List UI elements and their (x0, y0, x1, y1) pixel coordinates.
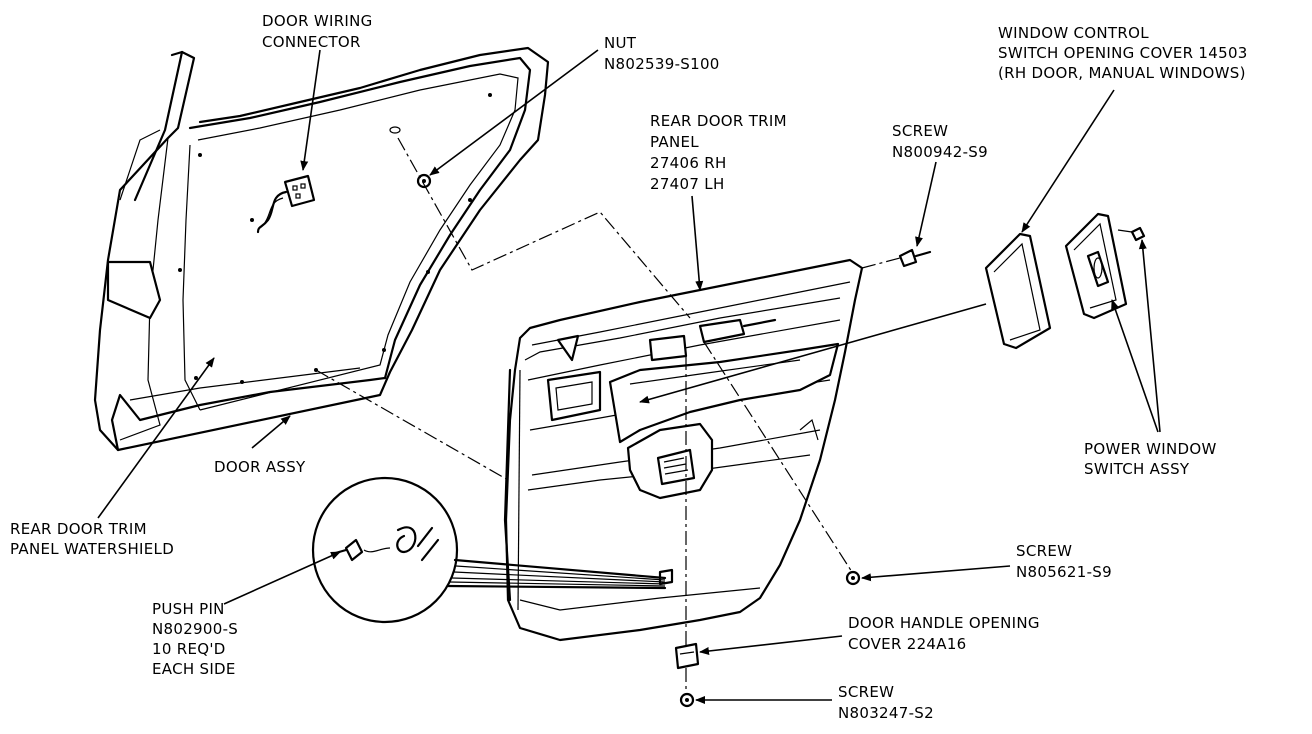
label-nut: NUT N802539-S100 (604, 34, 720, 73)
label-push-pin: PUSH PIN N802900-S 10 REQ'D EACH SIDE (152, 600, 243, 678)
rear-door-trim-panel-shape (503, 258, 864, 642)
door-handle-opening-cover-shape (674, 642, 700, 670)
label-watershield: REAR DOOR TRIM PANEL WATERSHIELD (10, 520, 174, 558)
screw-n805621-shape (845, 570, 861, 586)
push-pin-detail (311, 476, 667, 624)
label-screw-n800942: SCREW N800942-S9 (892, 122, 988, 161)
label-door-assy: DOOR ASSY (214, 458, 306, 476)
label-screw-n803247: SCREW N803247-S2 (838, 683, 934, 722)
label-door-wiring-connector: DOOR WIRING CONNECTOR (262, 12, 378, 51)
screw-n800942-shape (898, 248, 932, 268)
label-rear-door-trim-panel: REAR DOOR TRIM PANEL 27406 RH 27407 LH (650, 112, 792, 193)
screw-n803247-shape (679, 692, 695, 708)
label-door-handle-opening-cover: DOOR HANDLE OPENING COVER 224A16 (848, 614, 1045, 653)
alignment-lines (315, 137, 1133, 694)
leader-lines (97, 49, 1161, 704)
label-screw-n805621: SCREW N805621-S9 (1016, 542, 1112, 581)
label-window-control-cover: WINDOW CONTROL SWITCH OPENING COVER 1450… (998, 24, 1253, 82)
door-assy-shape (93, 46, 550, 452)
power-window-switch-shape (1064, 212, 1146, 320)
window-control-switch-cover-shape (984, 232, 1052, 350)
label-power-window-switch: POWER WINDOW SWITCH ASSY (1084, 440, 1222, 478)
door-wiring-connector-shape (256, 174, 316, 234)
